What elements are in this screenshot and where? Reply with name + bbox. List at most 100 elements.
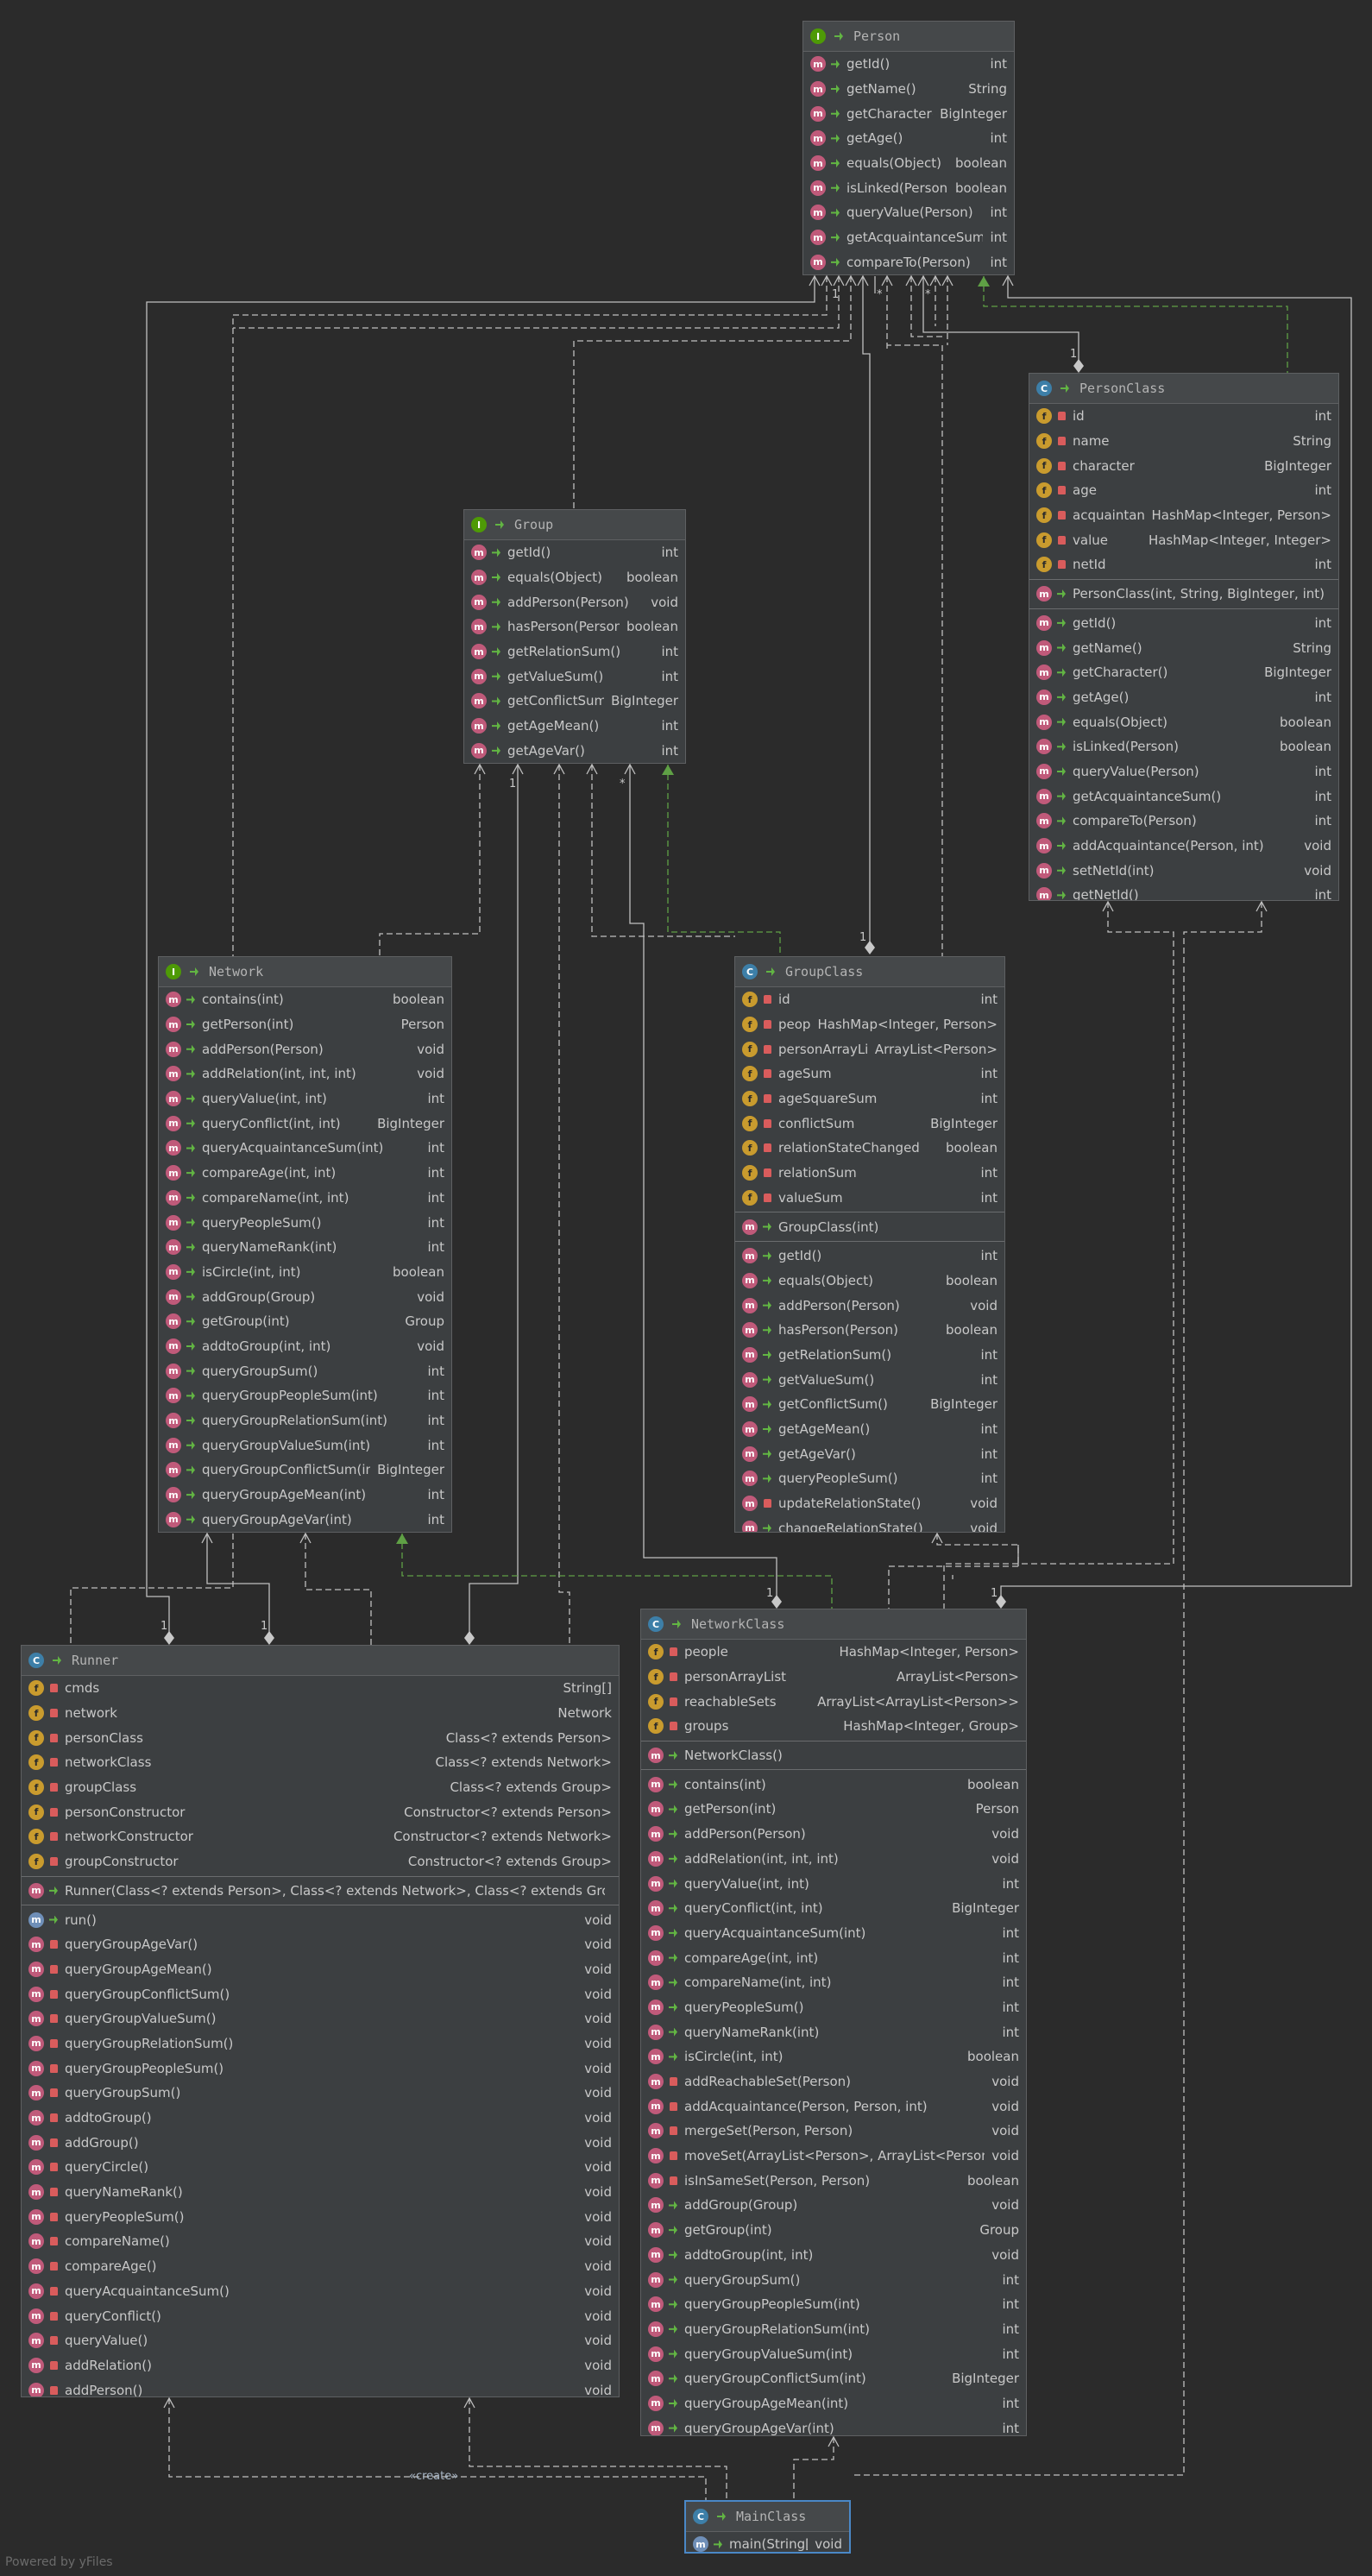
field-acquaintance[interactable]: facquaintanceHashMap<Integer, Person> <box>1029 503 1338 528</box>
